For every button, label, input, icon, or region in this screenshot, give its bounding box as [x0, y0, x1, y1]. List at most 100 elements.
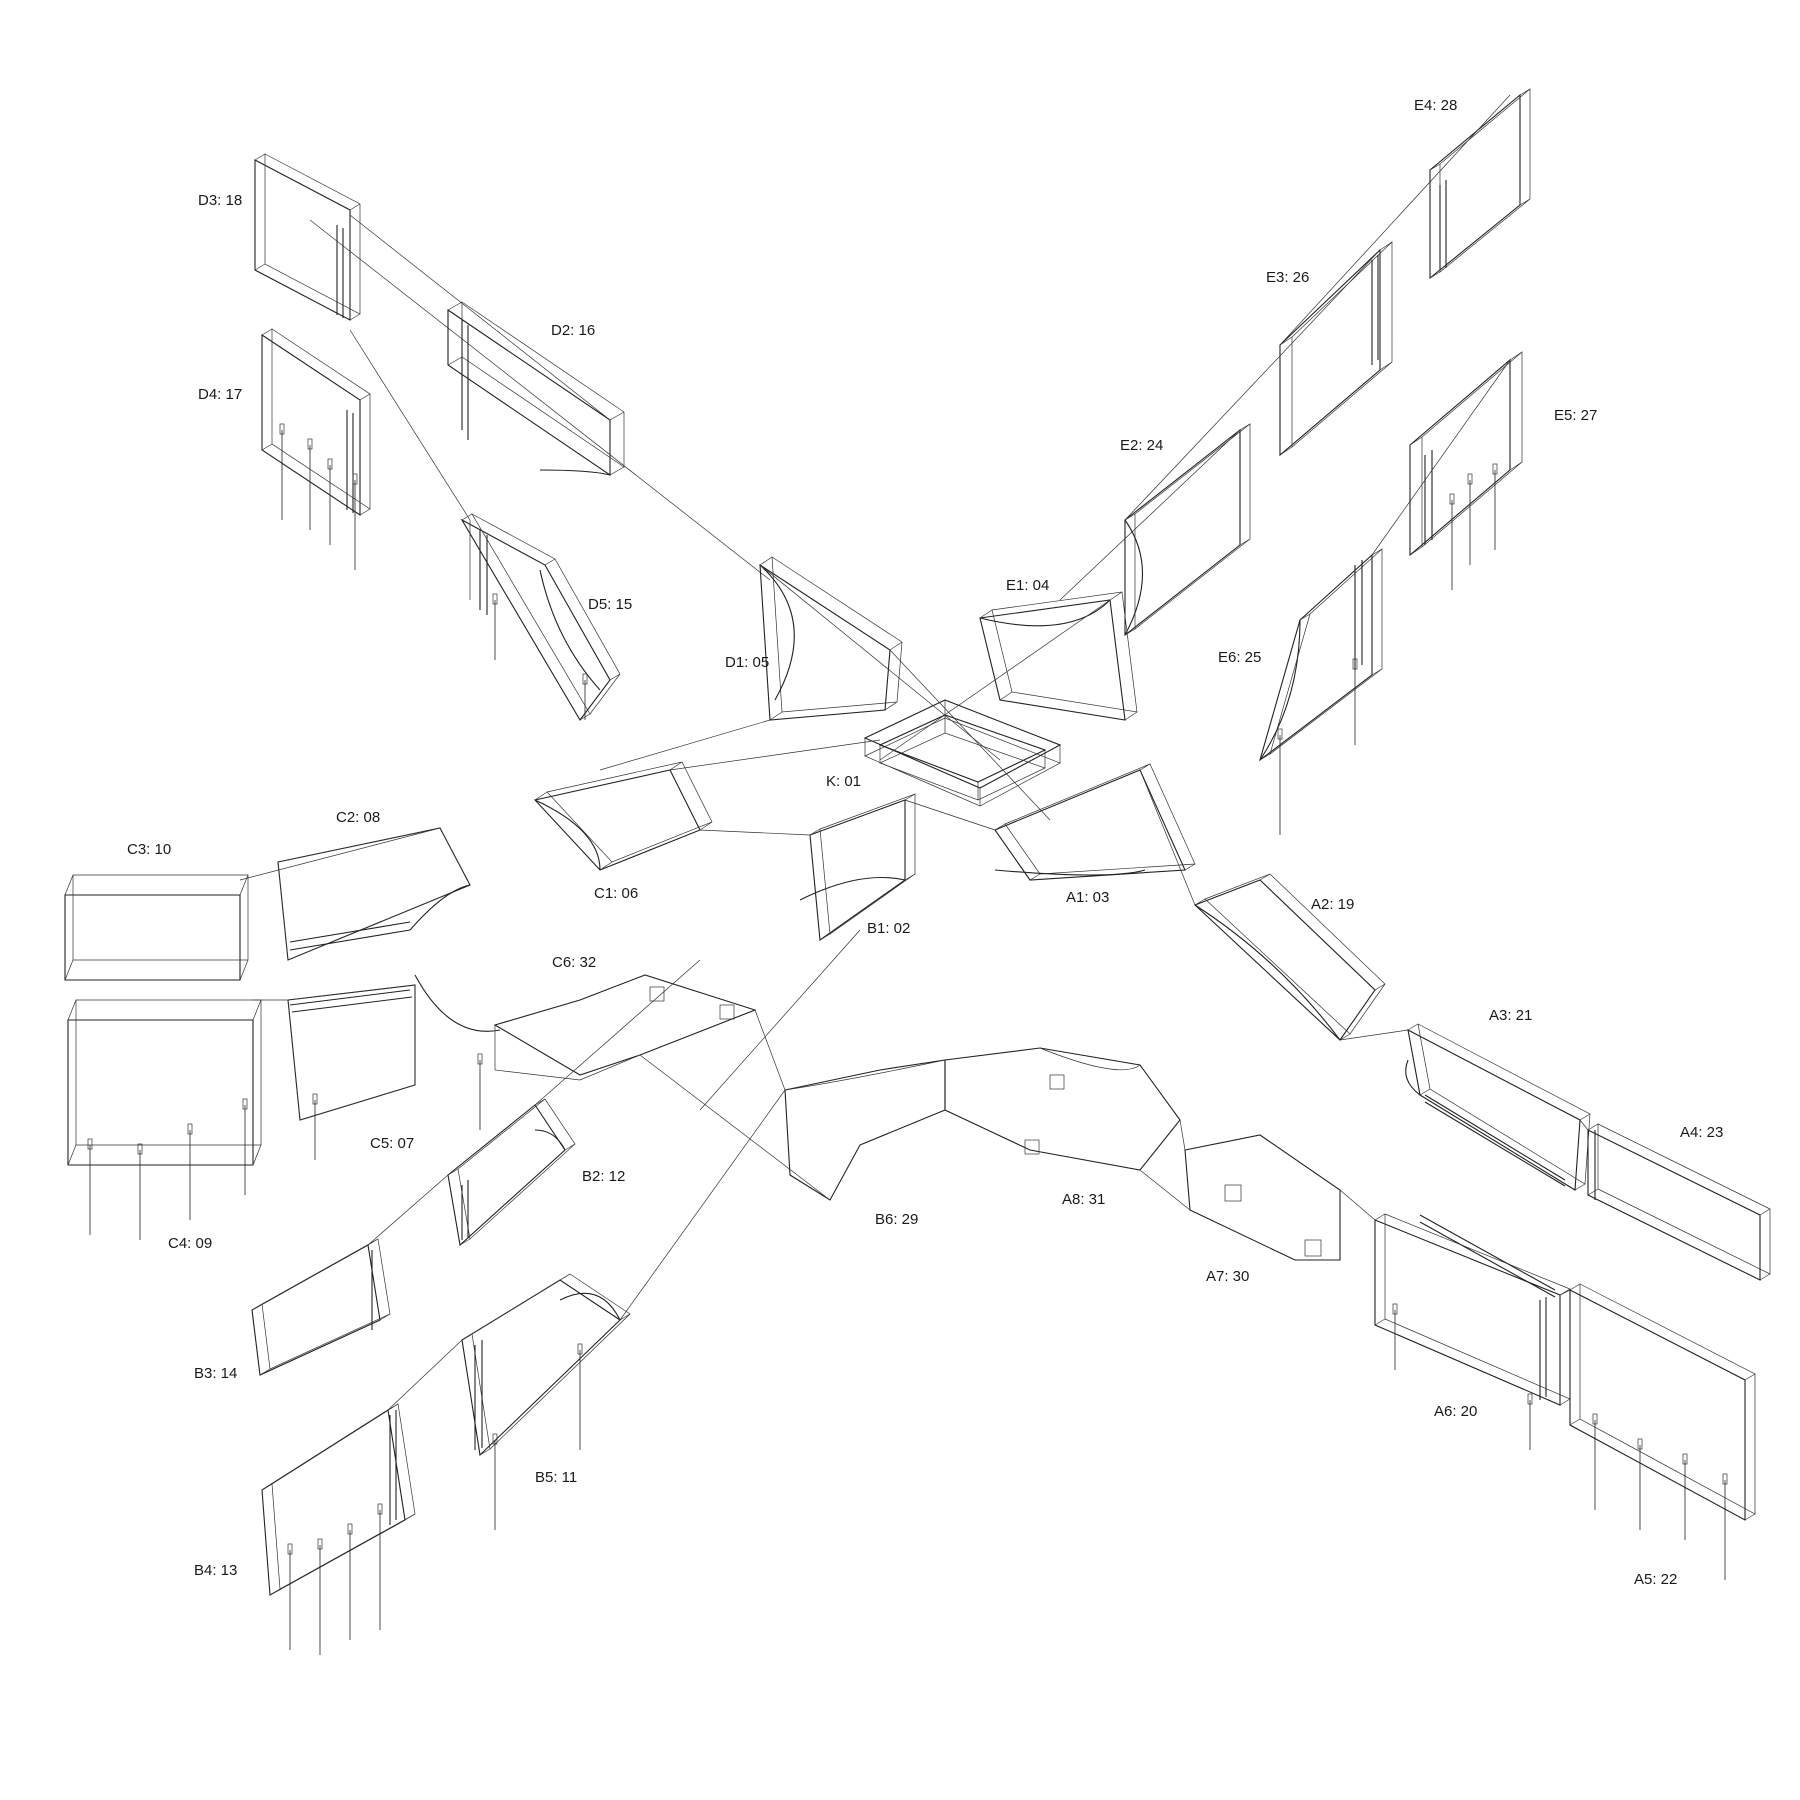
b2-curve [534, 1129, 566, 1151]
a1-block-depth [994, 823, 1006, 831]
assembly-guide [904, 799, 996, 831]
part-labels: K: 01 B1: 02 A1: 03 E1: 04 D1: 05 C1: 06… [127, 97, 1723, 1588]
d3-box-depth [254, 263, 266, 271]
a5-box-depth [1744, 1513, 1756, 1521]
a5-box-depth [1569, 1418, 1581, 1426]
a6-slot [1419, 1214, 1556, 1291]
c3-box-front [64, 894, 241, 981]
label-c1: C1: 06 [594, 885, 638, 902]
d-guide [349, 329, 471, 521]
assembly-guide [879, 599, 1111, 761]
d5-curve [539, 569, 601, 691]
c4-box-front [67, 1019, 254, 1166]
e1-block-depth [1124, 711, 1138, 721]
d4-box-depth [359, 508, 371, 516]
b2-box-depth [447, 1168, 459, 1176]
a5-box-back [1579, 1283, 1756, 1515]
d5-box-depth [609, 673, 621, 681]
b4-box-depth [269, 1588, 281, 1596]
a6-rod-cap [1527, 1393, 1533, 1405]
e3-box-depth [1279, 446, 1293, 456]
a5-box-depth [1569, 1283, 1581, 1291]
d2-box-back [461, 301, 625, 468]
d2-box-depth [609, 466, 625, 476]
c1-block-back [546, 761, 713, 863]
b1-block-depth [904, 793, 916, 801]
b5-box-depth [479, 1448, 491, 1456]
c4-box-depth [252, 999, 262, 1021]
d3-box-depth [349, 313, 361, 321]
a5-rod-cap [1637, 1438, 1643, 1450]
a7-block [1184, 1134, 1341, 1261]
c1-block-depth [599, 861, 613, 871]
c4-rod-cap [242, 1098, 248, 1110]
a2-block-depth [1194, 898, 1206, 906]
c1-block-depth [669, 761, 683, 771]
a7-joint [1224, 1184, 1242, 1202]
a8-joint [1024, 1139, 1040, 1155]
e5-rod-cap [1492, 463, 1498, 475]
d1-block-depth [884, 701, 898, 711]
e2-box-front [1124, 428, 1241, 637]
k-frame-back [864, 717, 1061, 807]
d1-block-back [771, 556, 903, 713]
d4-box-depth [261, 328, 273, 336]
c3-box-depth [239, 959, 249, 981]
c4-box-depth [67, 1144, 77, 1166]
c2-box-back [277, 827, 471, 961]
e3-box-depth [1279, 336, 1293, 346]
b6-top [784, 1059, 946, 1091]
d2-curve [539, 469, 611, 476]
d5-rod-cap [492, 593, 498, 605]
e5-box-depth [1409, 546, 1423, 556]
a1-block-depth [1029, 873, 1041, 881]
c5-rod-cap [312, 1093, 318, 1105]
label-c4: C4: 09 [168, 1235, 212, 1252]
a4-box-back [1597, 1123, 1771, 1275]
a8-block [944, 1047, 1181, 1171]
e1-block-depth [979, 609, 993, 619]
part-geometry [64, 88, 1771, 1655]
label-e3: E3: 26 [1266, 269, 1309, 286]
e2-box-depth [1124, 513, 1136, 521]
c1-block-front [533, 769, 701, 871]
a6-box-back [1384, 1213, 1571, 1400]
b-guide [387, 1339, 463, 1411]
spine-guide [1179, 1119, 1186, 1151]
label-e4: E4: 28 [1414, 97, 1457, 114]
a4-box-depth [1587, 1123, 1599, 1131]
assembly-guide [889, 649, 1051, 821]
e6-rod-cap [1352, 658, 1358, 670]
c5-rod-cap [477, 1053, 483, 1065]
spine-guide [639, 1054, 831, 1201]
c3-box-back [72, 874, 249, 961]
b4-box-depth [404, 1513, 416, 1521]
label-d1: D1: 05 [725, 654, 769, 671]
b-guide [534, 959, 701, 1106]
b-guide [619, 1089, 786, 1321]
b5-box-depth [619, 1313, 631, 1321]
e1-block-depth [999, 691, 1013, 701]
e6-box-depth [1371, 668, 1383, 676]
b4-box-depth [387, 1403, 399, 1411]
a1-block-depth [1184, 863, 1196, 871]
c6-block [493, 974, 757, 1076]
b4-rod-cap [377, 1503, 383, 1515]
d1-block-depth [769, 711, 783, 721]
a3-box-depth [1407, 1023, 1419, 1031]
a6-box-depth [1559, 1398, 1571, 1406]
label-a8: A8: 31 [1062, 1191, 1105, 1208]
e4-box-depth [1519, 198, 1531, 206]
c4-box-back [75, 999, 262, 1146]
a-guide [1339, 1029, 1409, 1041]
a1-curve [994, 869, 1146, 876]
e6-box-depth [1371, 548, 1383, 556]
e6-box-depth [1299, 613, 1311, 621]
b-guide [367, 1174, 449, 1246]
a2-block-depth [1374, 983, 1386, 991]
label-a6: A6: 20 [1434, 1403, 1477, 1420]
a2-curve [1194, 904, 1341, 1041]
b1-block-depth [809, 828, 821, 836]
e2-box-depth [1124, 628, 1136, 636]
c6-base [494, 1025, 641, 1081]
